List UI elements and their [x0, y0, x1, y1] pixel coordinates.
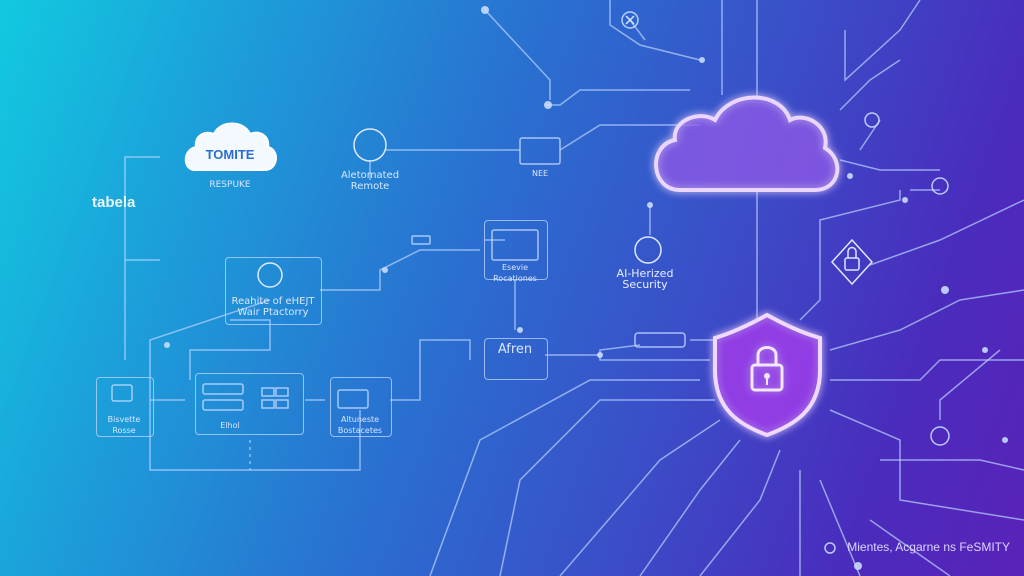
left-node[interactable] — [96, 377, 154, 437]
automation-node-icon — [353, 128, 387, 162]
platform-node[interactable] — [225, 257, 322, 325]
platform-node-label: Reahite of eHEJT Wair Ptactorry — [231, 296, 315, 318]
footer-caption: Mientes, Acgarne ns FeSMITY — [847, 540, 1010, 554]
windows-node[interactable] — [195, 373, 304, 435]
windows-node-label: Elhol — [220, 421, 240, 430]
toggle-node — [634, 332, 686, 348]
right-node-label: Altuneste Bostacetes — [337, 415, 383, 435]
ai-security-label: AI-Herized Security — [616, 267, 674, 291]
arrow-node[interactable] — [484, 338, 548, 380]
platform-emblem-icon — [257, 262, 283, 288]
ai-security-icon — [634, 236, 662, 264]
cloud-card-shape — [184, 122, 277, 171]
cloud-icon — [654, 95, 840, 192]
lock-diamond-icon — [830, 238, 874, 286]
cloud-card-title: TOMITE — [205, 147, 255, 162]
automated-label: Aletomated Remote — [340, 170, 400, 192]
rocation-node-label: Esevie Rocationes — [493, 263, 537, 283]
rocation-node[interactable] — [484, 220, 548, 280]
brand-logo: tabela — [92, 194, 136, 211]
cloud-card-subtitle: RESPUKE — [209, 180, 251, 190]
monitor-label: NEE — [531, 169, 549, 178]
monitor-node — [519, 137, 561, 165]
arrow-node-label: Afren — [497, 342, 533, 357]
shield-icon — [713, 312, 822, 438]
right-node[interactable] — [330, 377, 392, 437]
left-node-label: Bisvette Rosse — [107, 415, 141, 435]
